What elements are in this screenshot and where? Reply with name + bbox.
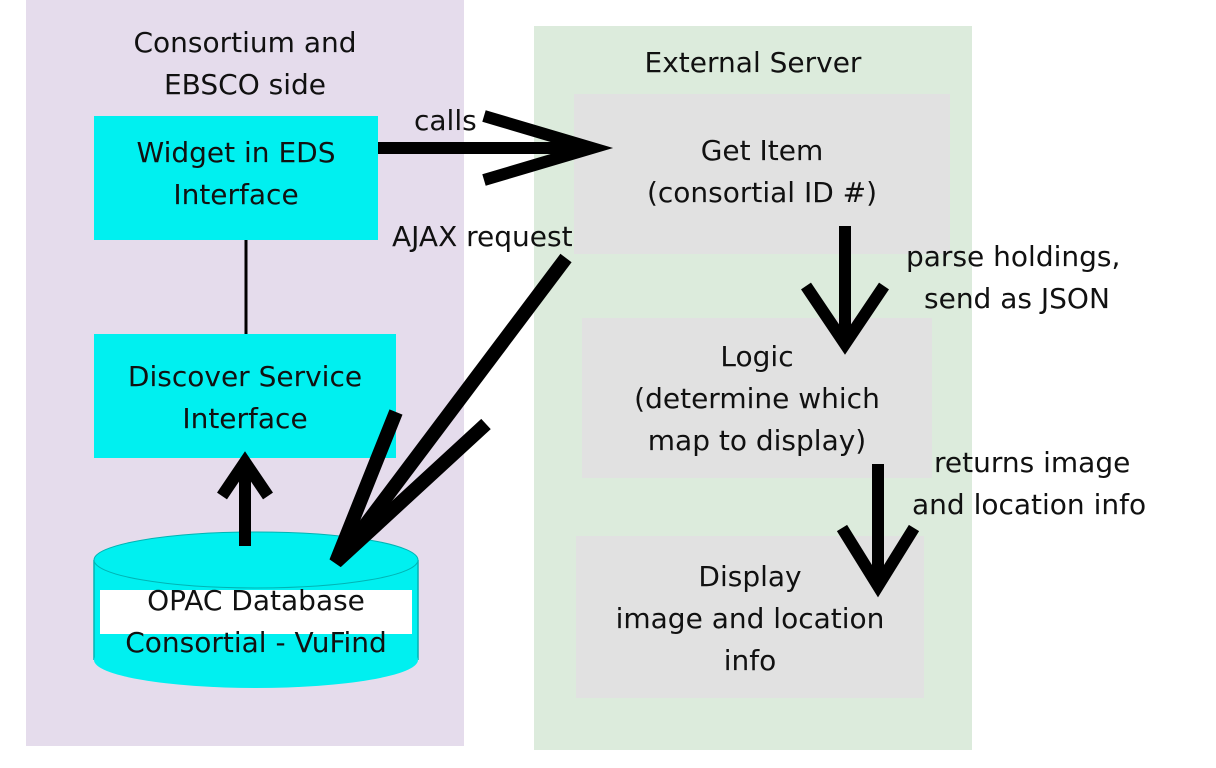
opac-database-line1: OPAC Database bbox=[147, 584, 365, 617]
cylinder-bottom bbox=[94, 632, 418, 688]
logic-box-line2: (determine which bbox=[634, 382, 880, 415]
get-item-box-line2: (consortial ID #) bbox=[646, 176, 878, 209]
logic-box-line1: Logic bbox=[720, 340, 794, 373]
discover-service-box bbox=[94, 334, 396, 458]
returns-image-line2: and location info bbox=[912, 488, 1147, 521]
opac-database-cylinder bbox=[93, 531, 419, 688]
ajax-request-arrow bbox=[329, 253, 572, 568]
returns-image-label: returns image and location info bbox=[912, 442, 1146, 526]
logic-box-line3: map to display) bbox=[647, 424, 867, 457]
display-box-line3: info bbox=[723, 644, 777, 677]
database-to-discover-arrow bbox=[217, 451, 273, 546]
display-box-line1: Display bbox=[698, 560, 802, 593]
returns-image-line1: returns image bbox=[934, 446, 1131, 479]
discover-service-box-line2: Interface bbox=[182, 402, 308, 435]
cylinder-label-band bbox=[100, 590, 412, 634]
right-panel-title: External Server bbox=[644, 46, 862, 79]
logic-box-text: Logic (determine which map to display) bbox=[582, 336, 932, 462]
display-box-line2: image and location bbox=[615, 602, 885, 635]
parse-holdings-line2: send as JSON bbox=[924, 282, 1110, 315]
widget-box-line2: Interface bbox=[173, 178, 299, 211]
parse-holdings-line1: parse holdings, bbox=[906, 240, 1121, 273]
calls-label: calls bbox=[414, 104, 477, 137]
left-panel-title-line2: EBSCO side bbox=[163, 68, 327, 101]
widget-box-text: Widget in EDS Interface bbox=[94, 132, 378, 216]
discover-service-box-line1: Discover Service bbox=[127, 360, 363, 393]
ajax-request-label: AJAX request bbox=[392, 220, 573, 253]
parse-holdings-label: parse holdings, send as JSON bbox=[906, 236, 1120, 320]
calls-arrow bbox=[378, 110, 614, 186]
left-panel-title-line1: Consortium and bbox=[133, 26, 357, 59]
opac-database-text: OPAC Database Consortial - VuFind bbox=[94, 580, 418, 664]
left-panel-title: Consortium and EBSCO side bbox=[26, 22, 464, 106]
returns-image-arrow bbox=[836, 464, 920, 598]
parse-holdings-arrow bbox=[801, 226, 889, 355]
get-item-box bbox=[574, 94, 950, 254]
get-item-box-text: Get Item (consortial ID #) bbox=[574, 130, 950, 214]
discover-service-box-text: Discover Service Interface bbox=[94, 356, 396, 440]
widget-box bbox=[94, 116, 378, 240]
opac-database-line2: Consortial - VuFind bbox=[125, 626, 387, 659]
widget-box-line1: Widget in EDS bbox=[136, 136, 336, 169]
get-item-box-line1: Get Item bbox=[700, 134, 824, 167]
display-box-text: Display image and location info bbox=[576, 556, 924, 682]
logic-box bbox=[582, 318, 932, 478]
